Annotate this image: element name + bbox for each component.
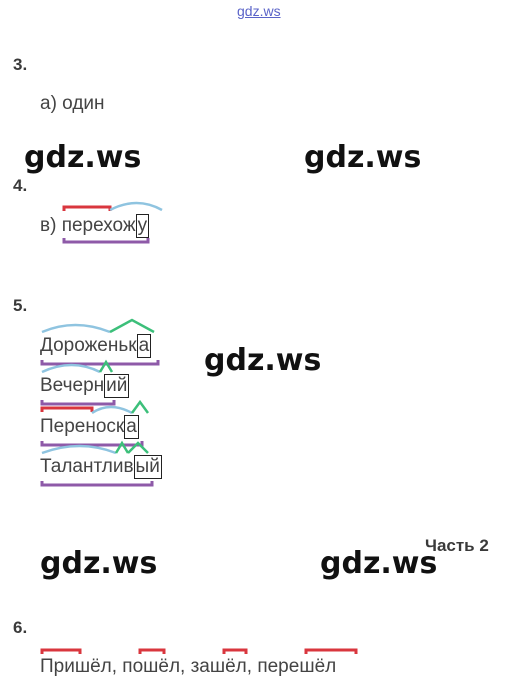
word-stem: Талантлив [40,456,134,477]
morpheme-marks [40,318,160,366]
morpheme-marks [40,359,116,406]
word-ending: а [124,415,139,439]
morpheme-marks [40,440,154,487]
word-stem: Вечерн [40,375,105,396]
word-stem: Дороженьк [40,335,137,356]
task-5-number: 5. [13,296,28,315]
watermark: gdz.ws [320,546,438,581]
watermark: gdz.ws [204,343,322,378]
task-6-answer: Пришёл, пошёл, зашёл, перешёл [40,648,358,678]
task-4-number: 4. [13,176,28,195]
morpheme-marks [40,399,150,447]
task-3-answer: а) один [40,93,105,114]
word-stem: Переноск [40,416,125,437]
watermark: gdz.ws [304,140,422,175]
watermark: gdz.ws [40,546,158,581]
part-heading: Часть 2 [425,536,489,555]
task-6-text: Пришёл, пошёл, зашёл, перешёл [40,656,337,677]
task-4-ending: у [135,214,150,238]
prefix-marks [40,648,358,654]
task-3-number: 3. [13,55,28,74]
task-4-stem: перехож [61,215,136,236]
watermark: gdz.ws [24,140,142,175]
word-ending: ый [133,455,162,479]
morpheme-marks [62,201,163,244]
task-6-number: 6. [13,618,28,637]
word-ending: а [136,334,152,358]
word-ending: ий [104,374,130,398]
task-4-prefix: в) [40,215,57,236]
site-link-top[interactable]: gdz.ws [237,3,281,19]
